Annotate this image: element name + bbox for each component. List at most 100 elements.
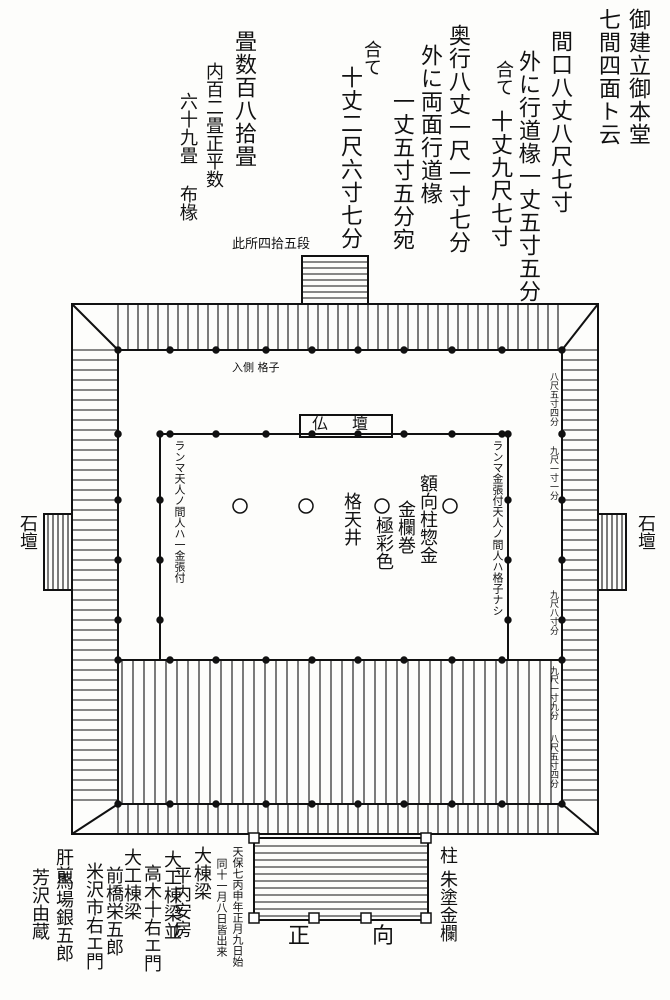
overseer-name: 馬場銀五郎 (53, 872, 74, 962)
front-direction-1: 正 (288, 924, 311, 949)
carpenter-title: 大工棟梁 (121, 848, 142, 920)
pillar-post (156, 496, 164, 504)
right-dim-4: 九尺一寸九分 (548, 666, 558, 720)
sub-master-title: 大工棟梁並 (161, 850, 182, 940)
interior-column (232, 498, 248, 514)
pillar-post (262, 800, 270, 808)
pillar-post (262, 656, 270, 664)
interior-paint-1: 額向柱惣金 (417, 474, 438, 564)
interior-column (298, 498, 314, 514)
front-total-prefix: 合て (493, 60, 514, 96)
pillar-post (114, 430, 122, 438)
pillar-post (498, 346, 506, 354)
pillar-post (448, 346, 456, 354)
pillar-post (114, 800, 122, 808)
ranma-left: ランマ天人ノ間人ハ一金張付 (173, 440, 186, 583)
pillar-post (448, 656, 456, 664)
pillar-post (498, 800, 506, 808)
overseer-title: 肝煎 (53, 848, 74, 884)
butsudan-box (299, 414, 393, 438)
frontage-dimension: 間口八丈八尺七寸 (547, 30, 572, 214)
interior-column (374, 498, 390, 514)
pillar-post (114, 616, 122, 624)
interior-paint-2: 金欄巻 (395, 500, 416, 554)
pillar-post (114, 496, 122, 504)
pillar-post (212, 346, 220, 354)
pillar-post (558, 556, 566, 564)
title-line-2: 七間四面ト云 (595, 8, 620, 146)
pillar-post (558, 616, 566, 624)
pillar-post (504, 430, 512, 438)
stair-post (248, 912, 260, 924)
right-dim-3: 九尺八寸分 (548, 590, 558, 635)
pillar-post (262, 346, 270, 354)
front-hall-outline (117, 659, 563, 805)
top-inner-note: 入側 格子 (232, 361, 280, 374)
pillar-post (156, 616, 164, 624)
front-stair (253, 837, 429, 921)
pillar-post (156, 556, 164, 564)
title-line-1: 御建立御本堂 (625, 8, 650, 146)
pillar-post (558, 430, 566, 438)
pillar-post (558, 496, 566, 504)
pillar-post (448, 800, 456, 808)
pillar-post (156, 430, 164, 438)
right-dim-1: 八尺五寸四分 (548, 372, 558, 426)
pillar-post (558, 656, 566, 664)
pillar-post (400, 346, 408, 354)
pillar-post (166, 430, 174, 438)
interior-column (442, 498, 458, 514)
stair-post (308, 912, 320, 924)
master-carpenter-title: 大棟梁 (191, 846, 212, 900)
pillar-post (448, 430, 456, 438)
pillar-post (400, 656, 408, 664)
pillar-post (504, 496, 512, 504)
tatami-standard: 内百二畳正平数 (203, 62, 224, 188)
tatami-verandah: 六十九畳 布椽 (177, 92, 198, 221)
side-corridor-width: 一丈五寸五分宛 (389, 90, 414, 251)
pillar-post (354, 346, 362, 354)
pillar-post (354, 800, 362, 808)
pillar-post (504, 556, 512, 564)
right-dim-2: 九尺一寸一分 (548, 446, 558, 500)
pillar-post (498, 430, 506, 438)
pillar-post (354, 430, 362, 438)
inner-sanctuary (159, 433, 509, 661)
right-dim-5: 八尺五寸四分 (548, 734, 558, 788)
pillar-post (504, 616, 512, 624)
front-total-dimension: 十丈九尺七寸 (487, 110, 512, 248)
interior-paint-3: 極彩色 (373, 516, 394, 570)
pillar-post (308, 656, 316, 664)
front-corridor-dimension: 外に行道椽一丈五寸五分 (515, 50, 540, 303)
ranma-right: ランマ金張付天人ノ間人ハ格子ナシ (491, 440, 504, 616)
date-start: 天保七丙申年正月九日始 (231, 846, 244, 967)
carpenter-name-1: 前橋栄五郎 (103, 866, 124, 956)
pillar-post (166, 346, 174, 354)
pillar-post (400, 430, 408, 438)
pillar-post (308, 430, 316, 438)
pillar-post (166, 656, 174, 664)
pillar-post (212, 656, 220, 664)
stair-post (420, 832, 432, 844)
butsudan-label-1: 仏 (312, 414, 329, 433)
pillar-post (114, 656, 122, 664)
collection-owner: 芳沢由蔵 (29, 868, 50, 940)
master-carpenter-name: 平内安房 (171, 866, 192, 938)
pillar-post (558, 346, 566, 354)
depth-total-dimension: 十丈二尺六寸七分 (337, 66, 362, 250)
tatami-total: 畳数百八拾畳 (231, 30, 256, 168)
pillar-post (400, 800, 408, 808)
stone-wall-right: 石壇 (635, 514, 656, 550)
pillar-post (114, 346, 122, 354)
stair-post (360, 912, 372, 924)
pillar-post (262, 430, 270, 438)
stair-post (420, 912, 432, 924)
date-finish: 同十一月八日皆出来 (215, 858, 228, 957)
stone-wall-left: 石壇 (17, 514, 38, 550)
carpenter-name-2: 米沢市右エ門 (83, 862, 104, 970)
depth-dimension: 奥行八丈一尺一寸七分 (445, 24, 470, 254)
pillar-post (308, 800, 316, 808)
ceiling-label: 格天井 (341, 492, 362, 546)
column-paint-2: 朱塗金欄 (437, 870, 458, 942)
